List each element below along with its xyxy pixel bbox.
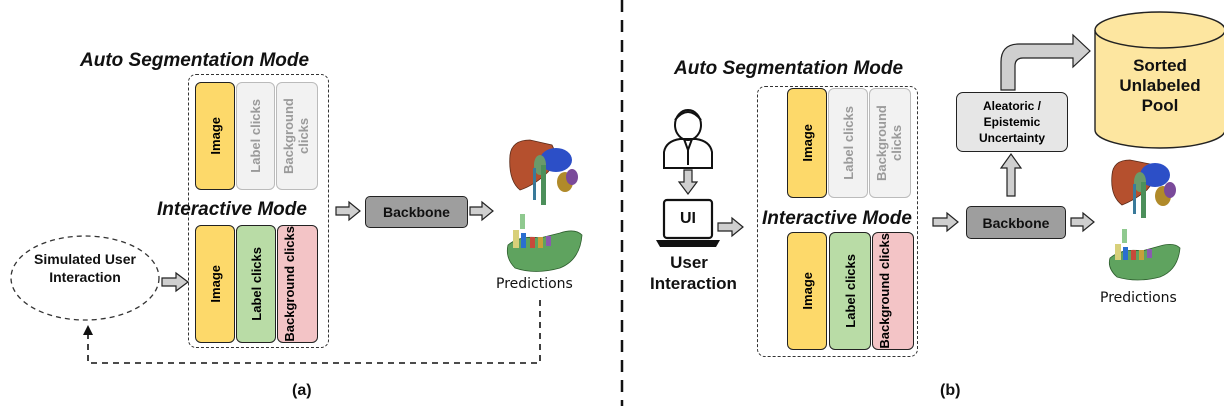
- unlabeled-pool-cylinder: [1094, 11, 1224, 149]
- interactive-image-box-b: Image: [787, 232, 827, 350]
- auto-image-box-b: Image: [787, 88, 827, 198]
- arrow-uncertainty-to-pool: [1000, 33, 1091, 91]
- auto-background-clicks-box-b: Background clicks: [869, 88, 911, 198]
- interactive-image-box-a: Image: [195, 225, 235, 343]
- arrow-backbone-to-pred-a: [469, 200, 494, 222]
- jaw-prediction-icon-a: [506, 214, 583, 272]
- user-icon: [663, 109, 713, 169]
- user-interaction-label: User Interaction: [650, 253, 737, 293]
- auto-image-box-a: Image: [195, 82, 235, 190]
- auto-label-clicks-box-a: Label clicks: [236, 82, 275, 190]
- simulated-user-ellipse: [10, 235, 160, 321]
- interactive-mode-title-a: Interactive Mode: [157, 199, 307, 220]
- ui-label: UI: [680, 210, 696, 227]
- arrow-backbone-to-pred-b: [1070, 211, 1095, 233]
- simulated-user-label: Simulated User Interaction: [34, 251, 136, 285]
- backbone-box-b: Backbone: [966, 206, 1066, 239]
- jaw-prediction-icon-b: [1108, 229, 1181, 281]
- interactive-label-clicks-box-a: Label clicks: [236, 225, 276, 343]
- organ-prediction-icon-b: [1111, 159, 1176, 218]
- panel-label-b: (b): [940, 382, 961, 399]
- auto-background-clicks-box-a: Background clicks: [276, 82, 318, 190]
- input-group-a: [188, 74, 329, 348]
- interactive-mode-title-b: Interactive Mode: [762, 208, 912, 229]
- backbone-box-a: Backbone: [365, 196, 468, 228]
- arrow-ui-down: [677, 169, 699, 195]
- arrow-backbone-to-uncertainty: [999, 152, 1023, 197]
- laptop-icon: [656, 198, 720, 247]
- panel-label-a: (a): [292, 382, 312, 399]
- interactive-background-clicks-box-b: Background clicks: [872, 232, 914, 350]
- auto-mode-title-b: Auto Segmentation Mode: [674, 58, 904, 79]
- arrow-group-to-backbone-b: [932, 211, 959, 233]
- uncertainty-box: Aleatoric / Epistemic Uncertainty: [956, 92, 1068, 152]
- arrow-ui-to-group: [717, 216, 744, 238]
- interactive-label-clicks-box-b: Label clicks: [829, 232, 871, 350]
- arrow-group-to-backbone-a: [335, 200, 361, 222]
- input-group-b: [757, 86, 918, 357]
- arrow-sim-to-interactive: [161, 271, 189, 293]
- pool-label: Sorted Unlabeled Pool: [1119, 56, 1201, 115]
- auto-mode-title-a: Auto Segmentation Mode: [80, 50, 310, 71]
- interactive-background-clicks-box-a: Background clicks: [277, 225, 318, 343]
- organ-prediction-icon-a: [509, 139, 578, 205]
- predictions-label-b: Predictions: [1100, 290, 1177, 306]
- auto-label-clicks-box-b: Label clicks: [828, 88, 868, 198]
- feedback-loop-arrow: [83, 300, 541, 364]
- predictions-label-a: Predictions: [496, 276, 573, 292]
